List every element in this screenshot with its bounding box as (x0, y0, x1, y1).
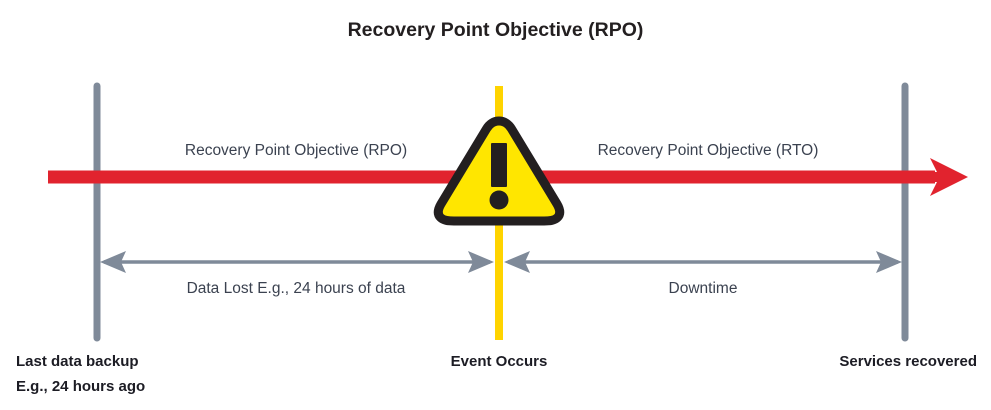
arrow-right-icon (928, 158, 968, 196)
phase-label-left: Recovery Point Objective (RPO) (185, 142, 407, 159)
phase-label-right: Recovery Point Objective (RTO) (598, 142, 819, 159)
span-arrow-data-lost (100, 251, 494, 273)
arrow-right-head-left-span (468, 251, 494, 273)
arrow-left-head-left-span (100, 251, 126, 273)
diagram-title: Recovery Point Objective (RPO) (348, 19, 644, 41)
span-arrow-downtime (504, 251, 902, 273)
marker-label-event-occurs: Event Occurs (451, 353, 548, 370)
warning-triangle-icon (433, 116, 565, 226)
arrow-left-head-right-span (504, 251, 530, 273)
marker-label-services-recovered: Services recovered (839, 353, 977, 370)
arrow-right-head-right-span (876, 251, 902, 273)
marker-label-last-backup-line2: E.g., 24 hours ago (16, 378, 145, 395)
warning-exclamation-dot (489, 190, 509, 210)
warning-exclamation-bar (491, 143, 507, 187)
span-label-data-lost: Data Lost E.g., 24 hours of data (187, 280, 406, 297)
marker-label-last-backup-line1: Last data backup (16, 353, 139, 370)
span-label-downtime: Downtime (669, 280, 738, 297)
